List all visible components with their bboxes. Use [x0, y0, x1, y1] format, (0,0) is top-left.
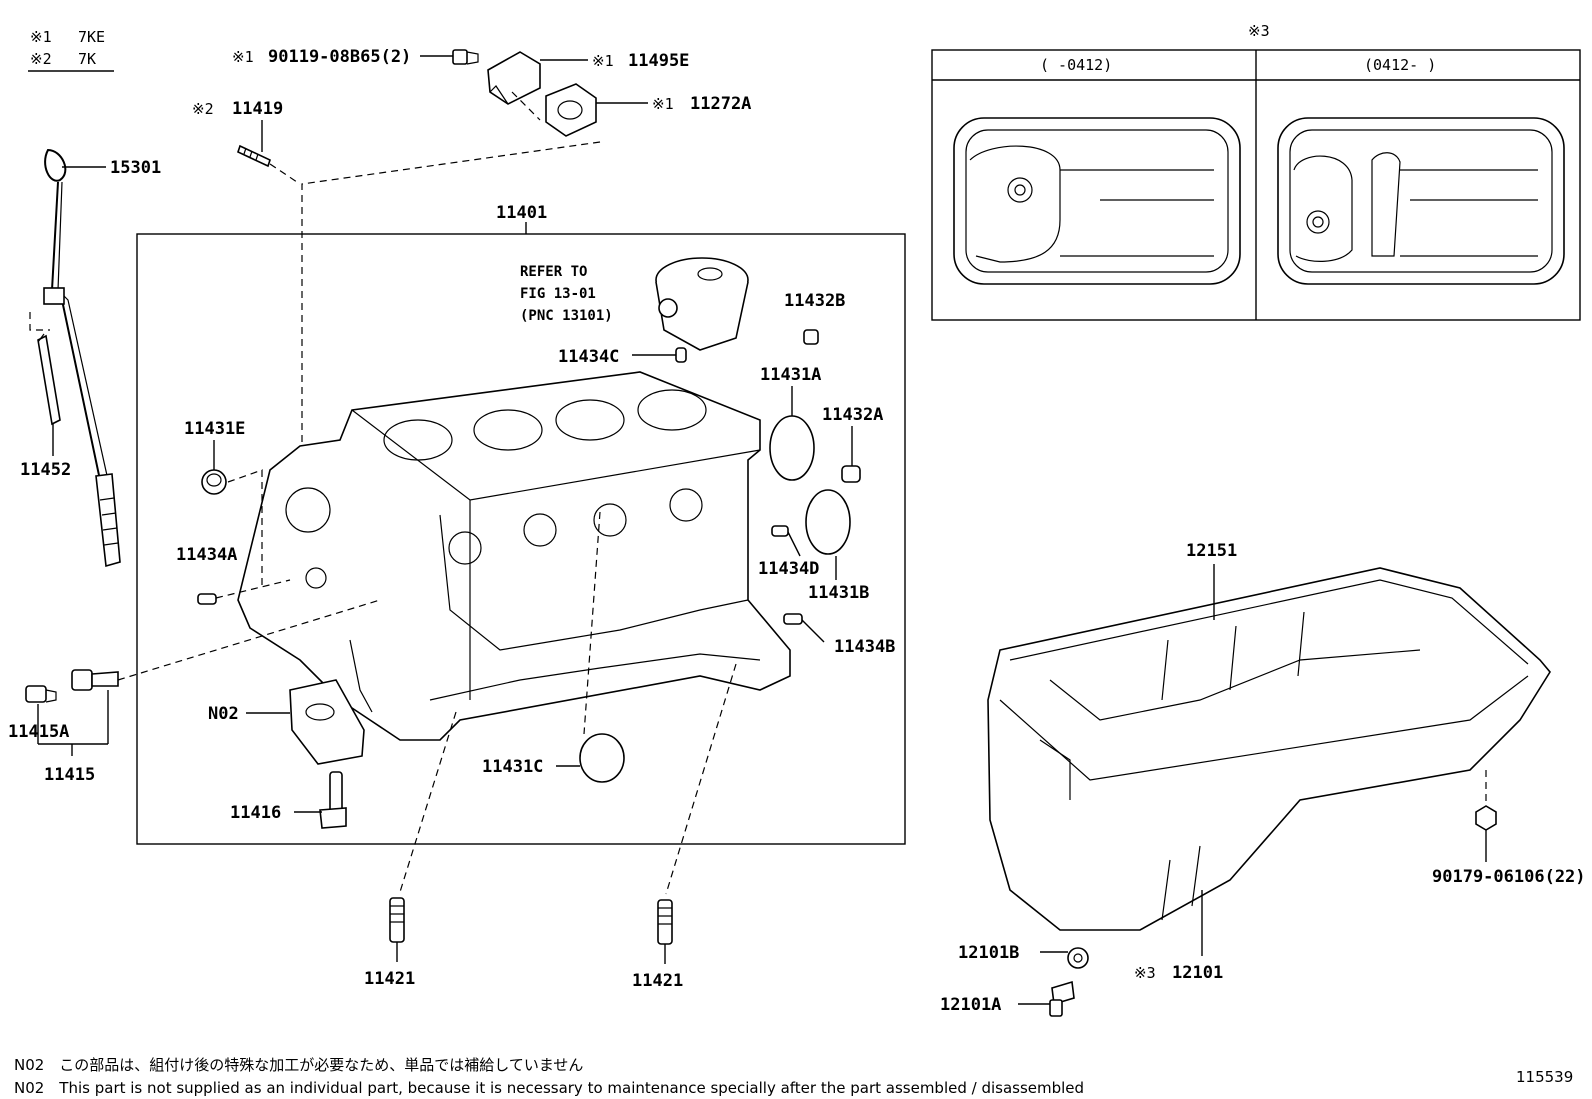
label-15301[interactable]: 15301 — [110, 158, 161, 178]
label-11419[interactable]: 11419 — [232, 99, 283, 119]
gasket-11272a-icon — [545, 83, 597, 137]
plug-11431b-icon — [805, 489, 851, 555]
dash-11431e — [227, 469, 263, 590]
label-11421-right[interactable]: 11421 — [632, 971, 683, 991]
drain-plug-12101a-icon — [1049, 980, 1075, 1017]
plug-11431c-icon — [579, 733, 625, 783]
guide-11452-icon — [37, 333, 61, 426]
ref-line-3[interactable]: (PNC 13101) — [520, 308, 613, 324]
dash-11434a — [215, 579, 291, 599]
pin-11434a-icon — [197, 593, 217, 605]
label-11431b[interactable]: 11431B — [808, 583, 869, 603]
inset-header-left: ( -0412) — [1040, 56, 1112, 74]
label-11421-left[interactable]: 11421 — [364, 969, 415, 989]
dash-gasket-block — [301, 141, 601, 446]
dipstick-15301-icon — [43, 148, 121, 568]
plug-11431e-icon — [201, 469, 227, 495]
pin-11434b-icon — [783, 613, 803, 625]
cylinder-block-frame — [136, 233, 906, 845]
label-11432a[interactable]: 11432A — [822, 405, 883, 425]
label-11431c[interactable]: 11431C — [482, 757, 543, 777]
label-11272a-mark: ※1 — [652, 95, 674, 113]
legend: ※1 7KE ※2 7K — [28, 28, 114, 72]
inset-header-right: (0412- ) — [1364, 56, 1436, 74]
label-90119[interactable]: 90119-08B65(2) — [268, 47, 411, 67]
oil-pan-12101-icon — [987, 567, 1551, 931]
label-11419-mark: ※2 — [192, 100, 214, 118]
label-11401[interactable]: 11401 — [496, 203, 547, 223]
label-12101b[interactable]: 12101B — [958, 943, 1019, 963]
dash-11421-left — [399, 711, 457, 893]
label-11416[interactable]: 11416 — [230, 803, 281, 823]
label-n02[interactable]: N02 — [208, 704, 239, 724]
label-11434b[interactable]: 11434B — [834, 637, 895, 657]
footnote-en: N02 This part is not supplied as an indi… — [14, 1079, 1084, 1097]
pin-11434d-icon — [771, 525, 789, 537]
label-11495e-mark: ※1 — [592, 52, 614, 70]
dash-11452 — [29, 312, 50, 331]
label-12151[interactable]: 12151 — [1186, 541, 1237, 561]
plug-11432b-icon — [803, 329, 819, 345]
gasket-12101b-icon — [1067, 947, 1089, 969]
leader-11434d — [787, 531, 801, 557]
stud-11421-left-icon — [389, 897, 405, 943]
label-11431a[interactable]: 11431A — [760, 365, 821, 385]
label-12101a[interactable]: 12101A — [940, 995, 1001, 1015]
oil-pan-late-top-view-icon — [1277, 117, 1565, 285]
dash-11415 — [117, 599, 381, 681]
inset-mark: ※3 — [1248, 22, 1270, 40]
label-11434a[interactable]: 11434A — [176, 545, 237, 565]
label-11434d[interactable]: 11434D — [758, 559, 819, 579]
pin-11434c-icon — [675, 347, 687, 363]
dash-11419 — [269, 163, 301, 185]
label-11415a[interactable]: 11415A — [8, 722, 69, 742]
plug-11431a-icon — [769, 415, 815, 481]
oil-pan-variants-inset: ※3 ( -0412) (0412- ) — [931, 22, 1581, 321]
cover-11495e-icon — [487, 51, 541, 105]
bolt-90119-icon — [452, 49, 479, 65]
figure-id: 115539 — [1516, 1068, 1573, 1086]
label-11452[interactable]: 11452 — [20, 460, 71, 480]
legend-label-1: 7KE — [78, 28, 105, 46]
dash-cover-gasket — [511, 91, 541, 121]
leader-11434b — [801, 619, 825, 643]
ref-line-1: REFER TO — [520, 264, 587, 280]
bolt-11415a-icon — [25, 685, 57, 703]
dash-11431c — [583, 511, 601, 735]
plug-11432a-icon — [841, 465, 861, 483]
label-12101-mark: ※3 — [1134, 964, 1156, 982]
label-11434c[interactable]: 11434C — [558, 347, 619, 367]
legend-mark-2: ※2 — [30, 50, 52, 68]
label-12101[interactable]: 12101 — [1172, 963, 1223, 983]
label-90179[interactable]: 90179-06106(22) — [1432, 867, 1586, 887]
label-11415[interactable]: 11415 — [44, 765, 95, 785]
label-11272a[interactable]: 11272A — [690, 94, 751, 114]
footnote-jp: N02 この部品は、組付け後の特殊な加工が必要なため、単品では補給していません — [14, 1056, 583, 1074]
label-11431e[interactable]: 11431E — [184, 419, 245, 439]
dash-11421-right — [665, 663, 737, 895]
oil-pan-early-top-view-icon — [953, 117, 1241, 285]
stud-11419-icon — [237, 144, 271, 168]
stud-11421-right-icon — [657, 899, 673, 945]
nut-90179-icon — [1475, 805, 1497, 831]
ref-line-2[interactable]: FIG 13-01 — [520, 286, 596, 302]
bolt-11416-icon — [319, 771, 347, 829]
bolt-11415-icon — [71, 669, 119, 691]
bearing-cap-n02-icon — [289, 679, 365, 765]
legend-label-2: 7K — [78, 50, 96, 68]
piston-reference-icon — [655, 257, 749, 351]
label-11495e[interactable]: 11495E — [628, 51, 689, 71]
label-11432b[interactable]: 11432B — [784, 291, 845, 311]
legend-mark-1: ※1 — [30, 28, 52, 46]
label-90119-mark: ※1 — [232, 48, 254, 66]
